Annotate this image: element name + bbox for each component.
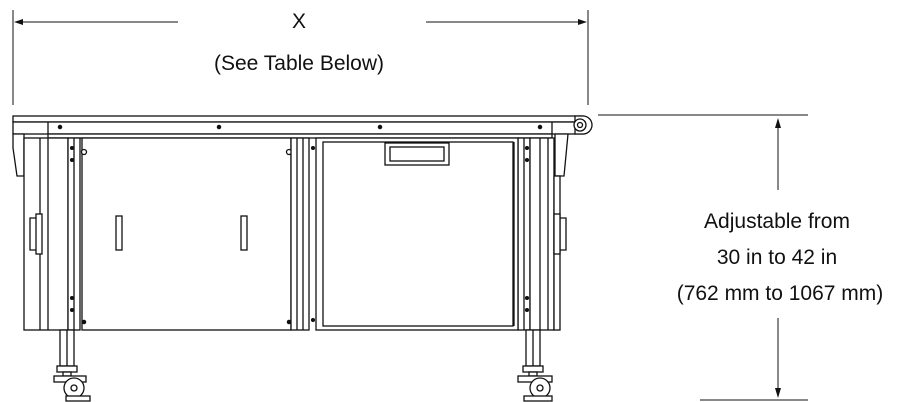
height-label-line1: Adjustable from [704,210,850,233]
center-post [290,137,316,331]
right-side-bracket [554,133,569,177]
door-handle-left [115,215,123,251]
right-caster-wheel [517,329,553,402]
left-side-bracket [12,133,25,177]
left-side-handle [35,213,43,255]
height-dimension [598,114,808,401]
scale-display [384,142,450,166]
right-side-handle [553,213,561,255]
end-pulley [573,115,593,135]
height-label-line3: (762 mm to 1067 mm) [677,282,884,305]
width-note: (See Table Below) [214,52,384,75]
left-leg-frame [23,137,81,331]
width-arrowhead-left [14,19,23,25]
width-arrowhead-right [578,19,587,25]
door-handle-right [240,215,248,251]
scale-bay [315,137,519,331]
width-label: X [292,10,306,33]
height-arrowhead-bottom [775,388,781,398]
left-cabinet-door [80,137,293,331]
conveyor-belt-bed [12,115,584,139]
width-dimension [12,10,589,105]
height-label-line2: 30 in to 42 in [717,246,837,269]
height-arrowhead-top [775,118,781,128]
left-side-handle-grip [29,217,36,251]
left-caster-wheel [53,329,91,402]
right-side-handle-grip [560,217,567,251]
conveyor-machine [12,115,593,402]
